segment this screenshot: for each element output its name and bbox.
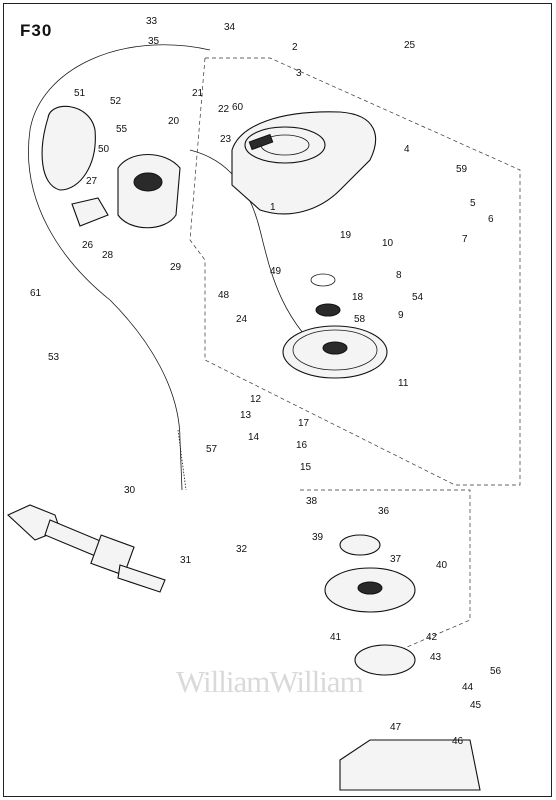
callout-3: 3 xyxy=(296,68,302,79)
callout-54: 54 xyxy=(412,292,424,303)
callout-8: 8 xyxy=(396,270,402,281)
callout-16: 16 xyxy=(296,440,308,451)
callout-58: 58 xyxy=(354,314,366,325)
callout-11: 11 xyxy=(398,378,409,389)
watermark: WilliamWilliam xyxy=(176,664,364,699)
callout-14: 14 xyxy=(248,432,260,443)
callout-23: 23 xyxy=(220,134,232,145)
starter-pulley xyxy=(282,325,388,379)
callout-40: 40 xyxy=(436,560,448,571)
callout-31: 31 xyxy=(180,555,192,566)
callout-45: 45 xyxy=(470,700,482,711)
callout-12: 12 xyxy=(250,394,262,405)
callout-4: 4 xyxy=(404,144,410,155)
callout-15: 15 xyxy=(300,462,312,473)
callout-26: 26 xyxy=(82,240,94,251)
throttle-grip-assembly xyxy=(71,154,181,229)
callout-2: 2 xyxy=(292,42,298,53)
control-cable xyxy=(28,44,211,491)
callout-33: 33 xyxy=(146,16,158,27)
callout-21: 21 xyxy=(192,88,204,99)
callout-55: 55 xyxy=(116,124,128,135)
callout-5: 5 xyxy=(470,198,476,209)
stator-42 xyxy=(354,644,416,676)
throttle-cable xyxy=(189,149,331,361)
callout-36: 36 xyxy=(378,506,390,517)
callout-50: 50 xyxy=(98,144,110,155)
callout-28: 28 xyxy=(102,250,114,261)
callout-41: 41 xyxy=(330,632,342,643)
callout-46: 46 xyxy=(452,736,464,747)
callout-57: 57 xyxy=(206,444,218,455)
callout-61: 61 xyxy=(30,288,42,299)
callout-60: 60 xyxy=(232,102,244,113)
engine-block xyxy=(339,739,481,791)
callout-44: 44 xyxy=(462,682,474,693)
callout-24: 24 xyxy=(236,314,248,325)
callout-17: 17 xyxy=(298,418,310,429)
grip-cushion xyxy=(41,105,96,191)
callout-39: 39 xyxy=(312,532,324,543)
callout-47: 47 xyxy=(390,722,402,733)
shift-rod-assembly xyxy=(7,504,166,593)
callout-18: 18 xyxy=(352,292,364,303)
figure-code: F30 xyxy=(20,21,53,40)
callout-7: 7 xyxy=(462,234,468,245)
washer-18 xyxy=(310,273,336,287)
callout-labels: 1234567891011121314151617181920212223242… xyxy=(30,16,502,747)
callout-20: 20 xyxy=(168,116,180,127)
callout-48: 48 xyxy=(218,290,230,301)
callout-22: 22 xyxy=(218,104,230,115)
callout-34: 34 xyxy=(224,22,236,33)
callout-38: 38 xyxy=(306,496,318,507)
starter-cup-37 xyxy=(339,534,381,556)
callout-52: 52 xyxy=(110,96,122,107)
callout-51: 51 xyxy=(74,88,86,99)
callout-9: 9 xyxy=(398,310,404,321)
callout-19: 19 xyxy=(340,230,352,241)
callout-43: 43 xyxy=(430,652,442,663)
callout-56: 56 xyxy=(490,666,502,677)
recoil-starter-housing xyxy=(231,111,377,215)
callout-35: 35 xyxy=(148,36,160,47)
callout-10: 10 xyxy=(382,238,394,249)
diagram-frame xyxy=(3,3,552,797)
callout-32: 32 xyxy=(236,544,248,555)
callout-27: 27 xyxy=(86,176,98,187)
callout-13: 13 xyxy=(240,410,252,421)
spring-58 xyxy=(315,303,341,317)
callout-1: 1 xyxy=(270,202,276,213)
callout-49: 49 xyxy=(270,266,282,277)
callout-29: 29 xyxy=(170,262,182,273)
callout-42: 42 xyxy=(426,632,438,643)
cable-spring xyxy=(177,429,187,491)
callout-6: 6 xyxy=(488,214,494,225)
callout-37: 37 xyxy=(390,554,402,565)
callout-25: 25 xyxy=(404,40,416,51)
callout-30: 30 xyxy=(124,485,136,496)
assembly-outline-flywheel xyxy=(300,489,471,651)
assembly-outline-starter xyxy=(189,57,521,486)
callout-59: 59 xyxy=(456,164,468,175)
callout-53: 53 xyxy=(48,352,60,363)
